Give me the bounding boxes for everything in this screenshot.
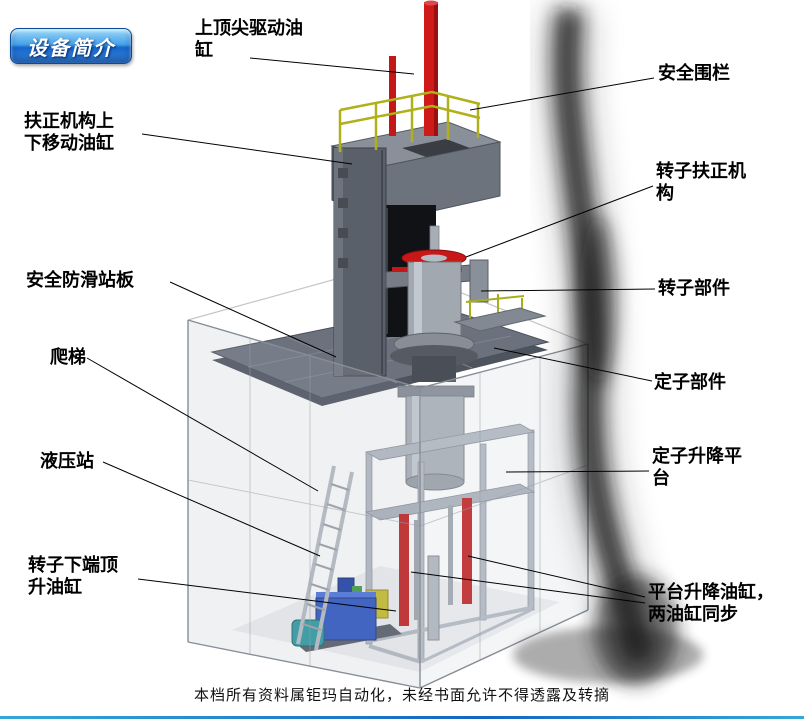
label-safety-fence: 安全围栏 bbox=[658, 63, 730, 84]
stator-assembly bbox=[397, 385, 475, 491]
title-badge: 设备简介 bbox=[10, 28, 132, 64]
enclosure-box bbox=[187, 319, 589, 689]
label-stator-platform: 定子升降平 台 bbox=[652, 446, 742, 489]
label-hydraulic-station: 液压站 bbox=[40, 451, 94, 472]
label-stator-part: 定子部件 bbox=[654, 372, 726, 393]
leader-antislip-plate bbox=[169, 281, 337, 358]
rotor-assembly bbox=[390, 225, 478, 382]
leader-top-cylinder bbox=[249, 57, 415, 75]
leader-hydraulic-station bbox=[102, 461, 321, 557]
leader-platform-cylinder-a bbox=[467, 555, 646, 598]
leader-safety-fence bbox=[469, 77, 655, 111]
ladder bbox=[296, 465, 354, 651]
label-antislip-plate: 安全防滑站板 bbox=[26, 270, 134, 291]
rotor-jack-cylinder bbox=[427, 555, 440, 641]
top-drive-cylinder bbox=[389, 0, 438, 136]
label-ladder: 爬梯 bbox=[50, 347, 86, 368]
leader-ladder bbox=[86, 357, 319, 492]
leader-rotor-centering bbox=[465, 185, 654, 258]
leader-lines bbox=[86, 57, 656, 612]
safety-fence bbox=[338, 90, 481, 152]
leader-rotor-jack bbox=[137, 578, 397, 612]
label-top-drive-cylinder: 上顶尖驱动油 缸 bbox=[195, 18, 303, 61]
footer-note: 本档所有资料属钜玛自动化，未经书面允许不得透露及转摘 bbox=[193, 688, 610, 704]
title-badge-label: 设备简介 bbox=[27, 35, 115, 60]
lift-frame bbox=[364, 423, 536, 664]
label-rotor-jack-cylinder: 转子下端顶 升油缸 bbox=[28, 555, 118, 598]
platform-lift-cylinders bbox=[399, 498, 472, 626]
label-centering-cylinder: 扶正机构上 下移动油缸 bbox=[24, 111, 114, 154]
leader-centering-cylinder bbox=[141, 133, 353, 165]
label-rotor-centering: 转子扶正机 构 bbox=[656, 161, 746, 204]
leader-stator-part bbox=[493, 347, 653, 382]
label-platform-cylinders: 平台升降油缸， 两油缸同步 bbox=[648, 582, 774, 625]
bottom-accent-bar bbox=[0, 716, 804, 719]
leader-rotor-part bbox=[480, 288, 656, 292]
smudge-artifact bbox=[542, 6, 678, 685]
press-column bbox=[333, 147, 387, 377]
leader-stator-platform bbox=[505, 470, 650, 473]
side-step-platform bbox=[453, 294, 547, 332]
leader-platform-cylinder-b bbox=[410, 571, 646, 604]
label-rotor-part: 转子部件 bbox=[658, 278, 730, 299]
